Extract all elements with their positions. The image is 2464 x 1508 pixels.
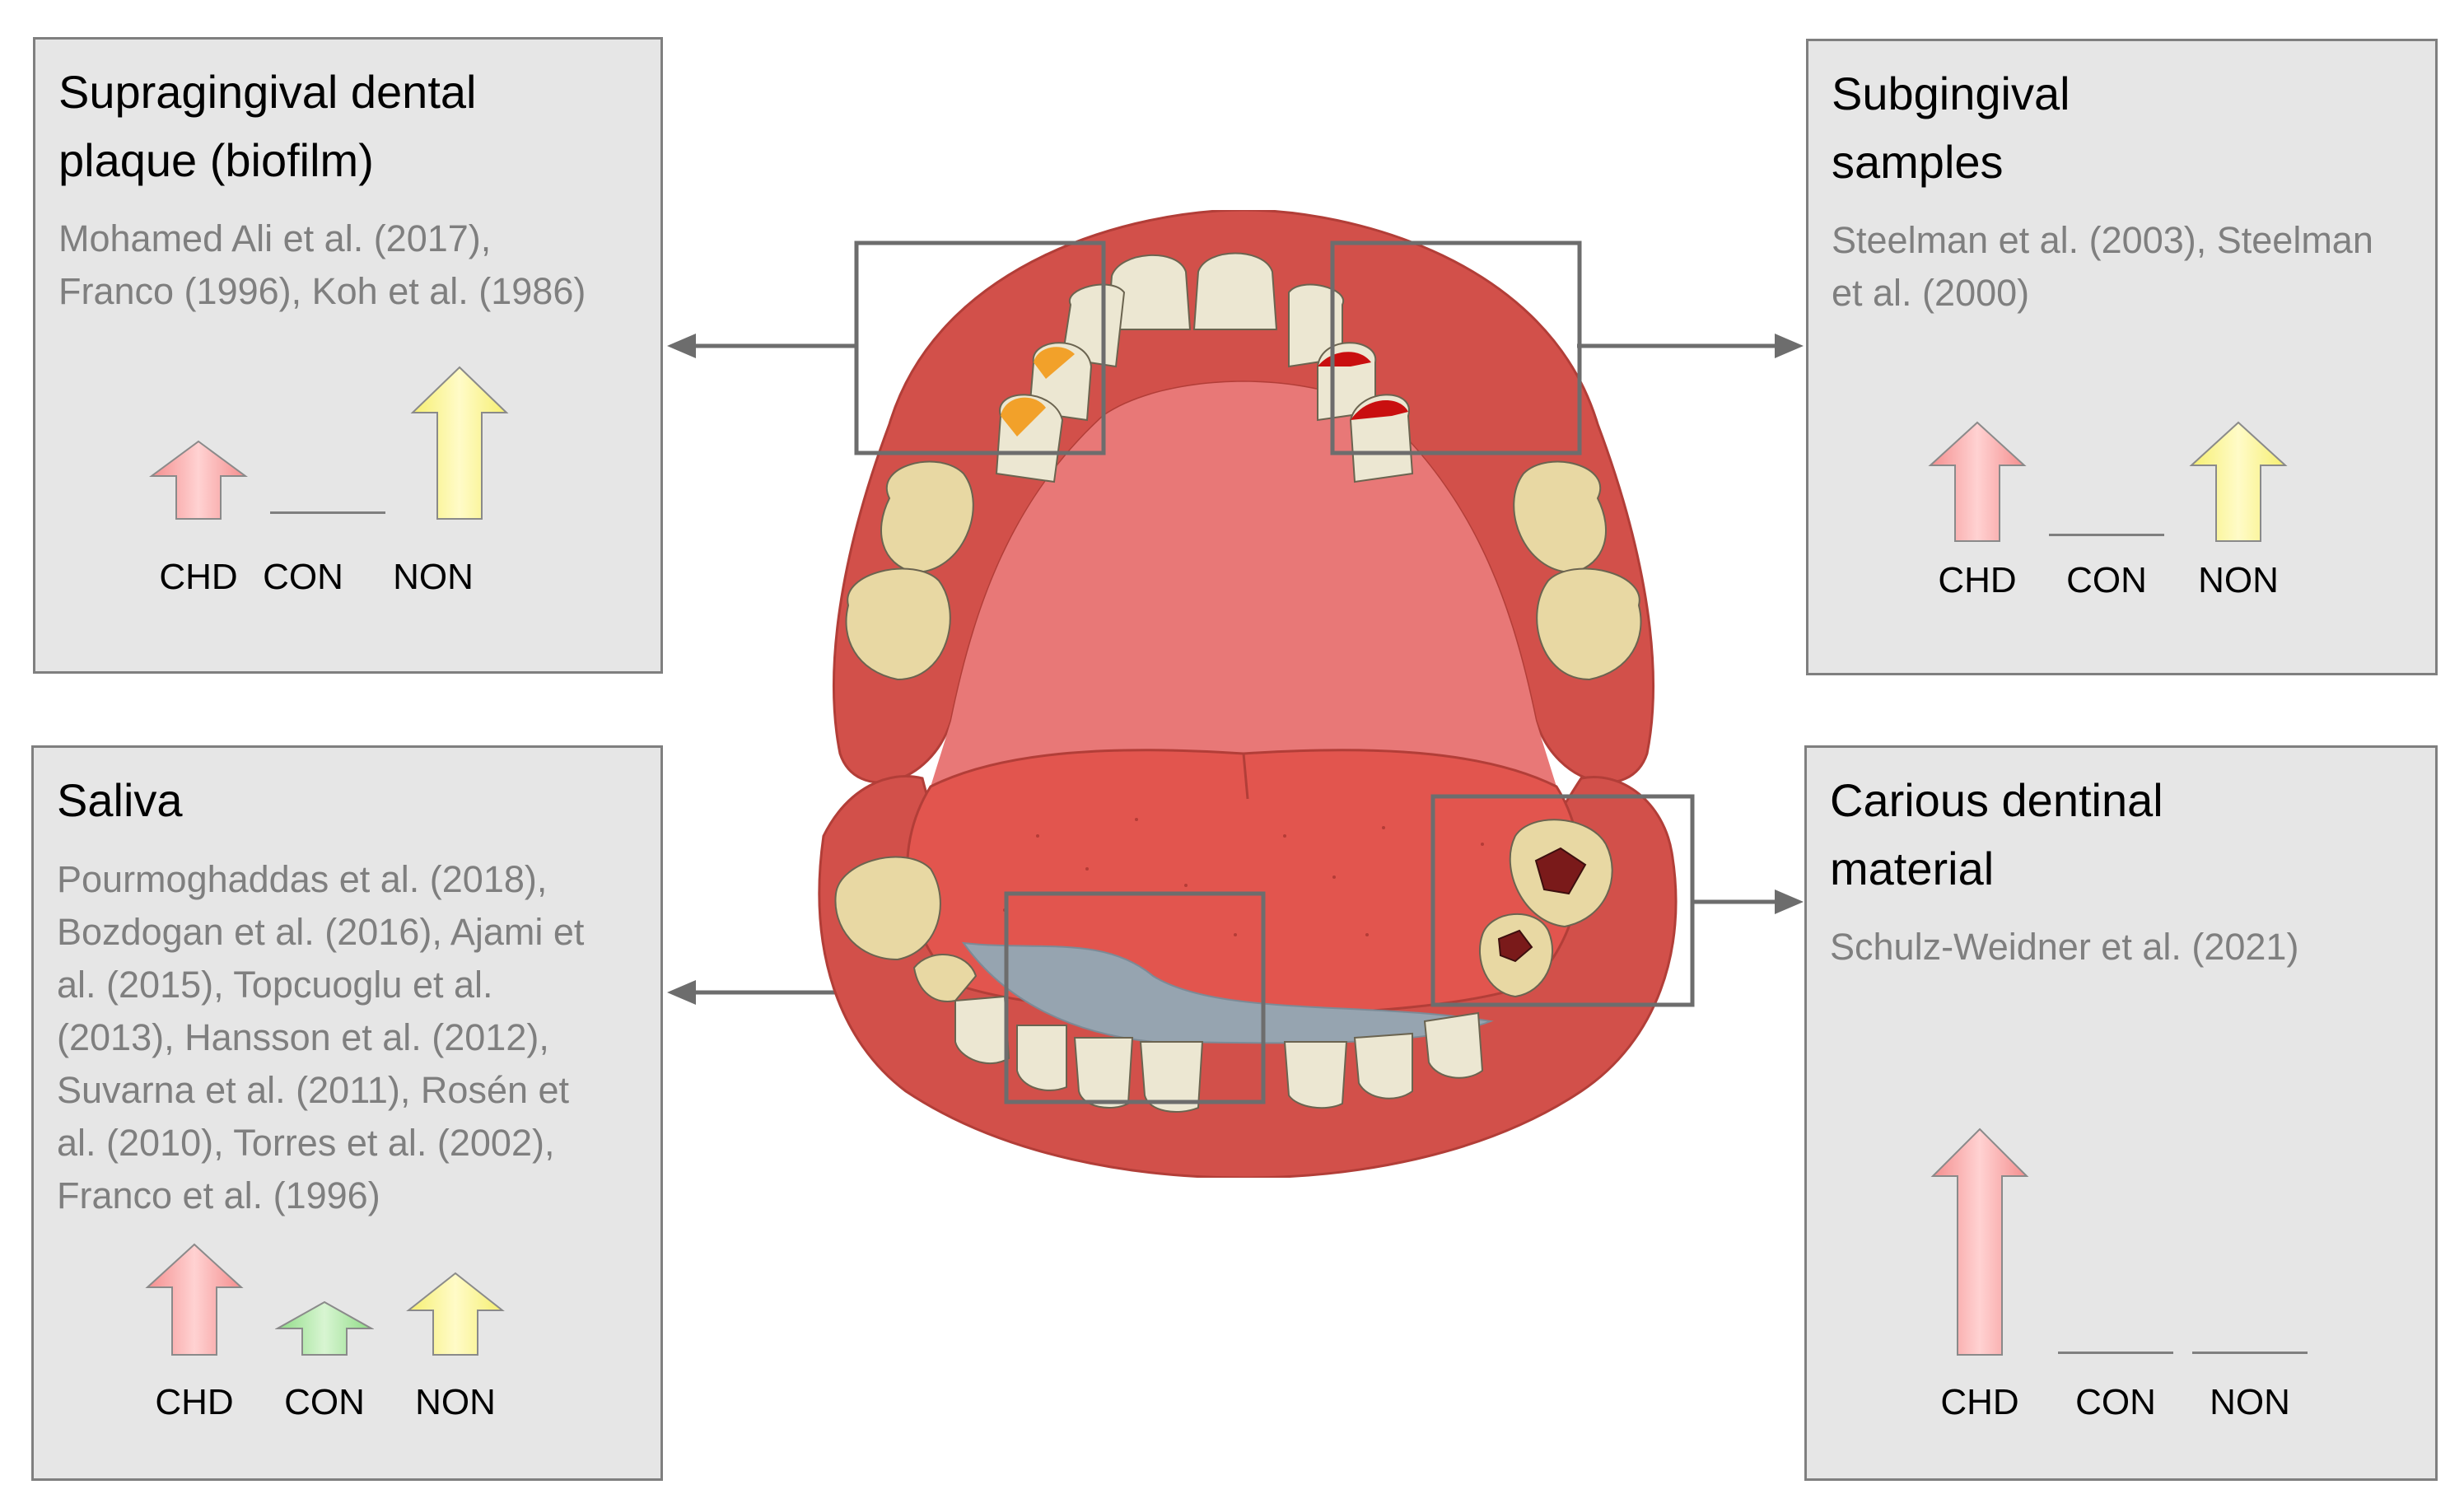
title-line: samples (1832, 136, 2004, 188)
lower-teeth (954, 995, 1484, 1113)
reference-line: Suvarna et al. (2011), Rosén et (57, 1069, 570, 1111)
reference-line: (2013), Hansson et al. (2012), (57, 1016, 549, 1058)
reference-line: Steelman et al. (2003), Steelman (1832, 219, 2373, 261)
label-con: CON (284, 1382, 365, 1422)
panel-supragingival: Supragingival dental plaque (biofilm) Mo… (33, 37, 663, 674)
tongue-midline (1242, 753, 1249, 800)
arrowhead (667, 334, 696, 358)
reference-line: et al. (2000) (1832, 272, 2030, 314)
reference-line: Mohamed Ali et al. (2017), (58, 217, 492, 259)
label-chd: CHD (1938, 560, 2017, 600)
no-change-line-con (2049, 534, 2164, 536)
label-chd: CHD (159, 557, 238, 597)
box-supragingival (854, 240, 1106, 455)
mouth-illustration (818, 210, 1695, 1178)
saliva-pool (961, 941, 1494, 1044)
increase-arrow-chd (1928, 421, 2027, 542)
panel-title: Saliva (57, 766, 183, 834)
label-non: NON (393, 557, 474, 597)
panel-saliva: Saliva Pourmoghaddas et al. (2018), Bozd… (31, 745, 663, 1481)
caries-lesions (1497, 847, 1587, 963)
no-change-line-con (270, 511, 385, 514)
title-line: Supragingival dental (58, 66, 477, 118)
title-line: Saliva (57, 774, 183, 826)
label-chd: CHD (1940, 1382, 2019, 1422)
arrowhead (667, 980, 696, 1005)
reference-line: Schulz-Weidner et al. (2021) (1830, 926, 2299, 968)
panel-carious-dentinal: Carious dentinal material Schulz-Weidner… (1804, 745, 2438, 1481)
label-chd: CHD (155, 1382, 234, 1422)
references: Steelman et al. (2003), Steelman et al. … (1832, 214, 2373, 320)
title-line: Subgingival (1832, 68, 2070, 119)
box-saliva (1004, 891, 1266, 1104)
title-line: material (1830, 843, 1995, 894)
increase-arrow-chd (145, 1243, 244, 1356)
arrowhead (1775, 889, 1804, 914)
label-non: NON (2210, 1382, 2290, 1422)
increase-arrow-chd (149, 440, 248, 520)
panel-subgingival: Subgingival samples Steelman et al. (200… (1806, 39, 2438, 675)
panel-title: Supragingival dental plaque (biofilm) (58, 58, 476, 194)
reference-line: al. (2015), Topcuoglu et al. (57, 964, 493, 1006)
panel-title: Subgingival samples (1832, 59, 2070, 196)
box-carious (1430, 794, 1695, 1007)
no-change-line-non (2192, 1352, 2308, 1354)
tongue-dots (1003, 818, 1484, 936)
no-change-line-con (2058, 1352, 2173, 1354)
increase-arrow-non (2189, 421, 2288, 542)
title-line: plaque (biofilm) (58, 134, 374, 186)
references: Pourmoghaddas et al. (2018), Bozdogan et… (57, 853, 584, 1222)
highlight-boxes (854, 240, 1695, 1104)
upper-molars (845, 460, 1642, 681)
palate (931, 381, 1556, 787)
arrowhead (1775, 334, 1804, 358)
box-subgingival (1330, 240, 1582, 455)
reference-line: Bozdogan et al. (2016), Ajami et (57, 911, 585, 953)
references: Schulz-Weidner et al. (2021) (1830, 921, 2298, 973)
panel-title: Carious dentinal material (1830, 766, 2163, 903)
label-con: CON (2066, 560, 2147, 600)
title-line: Carious dentinal (1830, 774, 2163, 826)
reference-line: Franco (1996), Koh et al. (1986) (58, 270, 586, 312)
increase-arrow-non (410, 366, 509, 520)
increase-arrow-non (406, 1272, 505, 1356)
increase-arrow-con (275, 1300, 374, 1356)
label-con: CON (263, 557, 343, 597)
label-non: NON (2198, 560, 2279, 600)
label-non: NON (415, 1382, 496, 1422)
reference-line: Franco et al. (1996) (57, 1174, 380, 1216)
reference-line: al. (2010), Torres et al. (2002), (57, 1122, 555, 1164)
references: Mohamed Ali et al. (2017), Franco (1996)… (58, 212, 586, 318)
plaque-supragingival (1001, 347, 1075, 437)
reference-line: Pourmoghaddas et al. (2018), (57, 858, 548, 900)
increase-arrow-chd (1930, 1127, 2029, 1356)
label-con: CON (2075, 1382, 2156, 1422)
